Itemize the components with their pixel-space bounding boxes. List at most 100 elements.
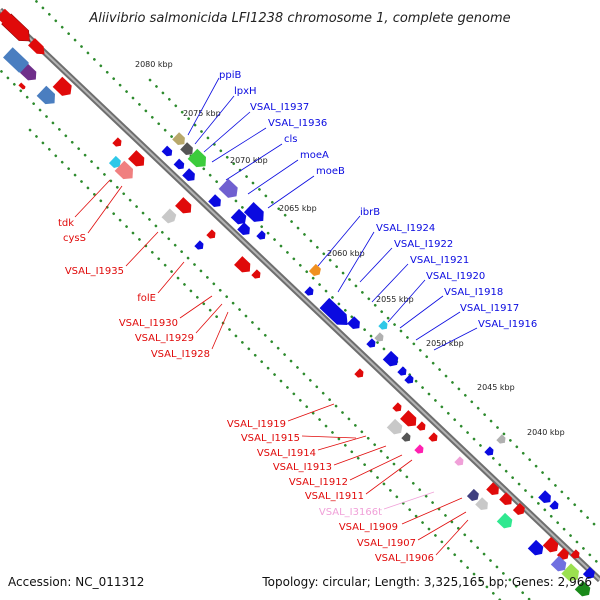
gene-label-vsal-i1929: VSAL_I1929 [135,333,194,344]
gene-label-vsal-i1907: VSAL_I1907 [357,538,416,549]
gene-features [0,8,595,597]
forward-leader-lines [187,77,478,351]
gene-arrow [374,332,384,342]
gene-arrow [28,38,45,55]
gene-label-cls: cls [284,134,298,145]
gene-label-moeB: moeB [316,166,345,177]
gene-label-moeA: moeA [300,150,329,161]
gene-arrow [20,64,37,81]
gene-arrow [574,580,591,597]
tick-label: 2055 kbp [376,295,414,304]
gene-arrow [527,539,544,556]
gene-label-vsal-i1915: VSAL_I1915 [241,433,300,444]
gene-arrow [251,269,261,279]
gene-label-vsal-i1920: VSAL_I1920 [426,271,485,282]
topology-text: Topology: circular; Length: 3,325,165 bp… [261,575,592,589]
gene-arrow [256,230,266,240]
gene-arrow [550,555,567,572]
gene-arrow [401,432,411,442]
tick-label: 2050 kbp [426,339,464,348]
reverse-leader-lines [74,179,469,556]
gene-arrow [400,410,417,427]
accession-text: Accession: NC_011312 [8,575,144,589]
gene-label-tdk: tdk [58,218,74,229]
gene-arrow [512,502,525,516]
gene-arrow [454,456,464,466]
map-title: Aliivibrio salmonicida LFI1238 chromosom… [88,11,510,26]
gene-arrow [237,222,250,236]
gene-arrow [230,208,247,225]
gene-label-vsal-i1906: VSAL_I1906 [375,553,434,564]
gene-arrow [112,137,122,147]
gene-label-vsal-i1911: VSAL_I1911 [305,491,364,502]
gene-arrow [3,47,29,73]
tick-label: 2075 kbp [183,109,221,118]
gene-arrow [499,492,512,506]
gene-arrow [354,368,364,378]
gene-label-vsal-i1930: VSAL_I1930 [119,318,178,329]
gene-arrow [114,160,133,180]
gene-arrow [319,297,348,326]
gene-arrow [428,432,438,442]
gene-label-folE: folE [137,293,156,304]
gene-arrow [542,536,559,553]
gene-arrow [175,197,192,214]
gene-label-lpxH: lpxH [234,86,257,97]
gene-arrow [243,202,264,222]
gene-label-ppiB: ppiB [219,70,241,81]
forward-gene-labels: ppiB lpxH VSAL_I1937 VSAL_I1936 cls moeA… [219,70,537,330]
gene-label-vsal-i1914: VSAL_I1914 [257,448,316,459]
gene-arrow [484,446,494,456]
tick-label: 2060 kbp [327,249,365,258]
gene-label-vsal-i1935: VSAL_I1935 [65,266,124,277]
gene-arrow [208,194,221,208]
gene-arrow [386,418,403,435]
gene-arrow [206,229,216,239]
tick-label: 2080 kbp [135,60,173,69]
gene-arrow [378,320,388,330]
gene-arrow [466,488,479,502]
gene-label-vsal-i1921: VSAL_I1921 [410,255,469,266]
gene-arrow [182,168,195,182]
gene-label-vsal-i1916: VSAL_I1916 [478,319,537,330]
gene-arrow [173,158,185,170]
gene-arrow [382,350,399,367]
reverse-gene-labels: tdk cysS VSAL_I1935 folE VSAL_I1930 VSAL… [58,218,434,564]
gene-arrow [570,549,580,559]
tick-label: 2065 kbp [279,204,317,213]
gene-arrow [475,497,488,511]
kbp-tick-labels: 2080 kbp 2075 kbp 2070 kbp 2065 kbp 2060… [135,60,565,437]
gene-arrow [496,434,506,444]
gene-arrow [366,338,376,348]
gene-arrow [392,402,402,412]
gene-label-vsal-i1918: VSAL_I1918 [444,287,503,298]
gene-arrow [194,240,204,250]
gene-arrow [404,374,414,384]
tick-label: 2070 kbp [230,156,268,165]
gene-label-vsal-i1924: VSAL_I1924 [376,223,435,234]
gene-label-ibrB: ibrB [360,207,380,218]
gene-arrow [128,150,145,167]
chromosome-backbone [0,7,600,583]
gene-arrow [561,563,579,582]
gene-label-vsal-i1913: VSAL_I1913 [273,462,332,473]
gene-label-vsal-i1919: VSAL_I1919 [227,419,286,430]
tick-label: 2040 kbp [527,428,565,437]
gene-arrow [187,148,206,168]
gene-arrow [108,155,121,169]
gene-arrow [397,366,407,376]
gene-arrow [308,263,321,277]
gene-label-vsal-i3166t: VSAL_I3166t [319,507,382,518]
gene-arrow [218,178,238,198]
gene-arrow [0,8,16,28]
gene-label-vsal-i1928: VSAL_I1928 [151,349,210,360]
tick-label: 2045 kbp [477,383,515,392]
gene-arrow [304,286,314,296]
gene-label-vsal-i1936: VSAL_I1936 [268,118,327,129]
gene-label-vsal-i1922: VSAL_I1922 [394,239,453,250]
gene-arrow [161,208,177,224]
gene-label-cysS: cysS [63,233,86,244]
gene-arrow [172,132,185,146]
